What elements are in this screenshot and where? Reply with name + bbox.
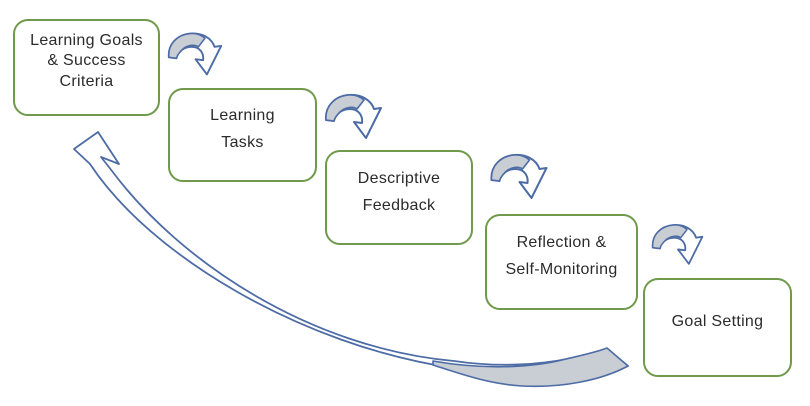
box-learning-tasks: Learning Tasks [168,88,317,182]
box-label-line: Learning Goals [30,31,143,49]
box-descriptive-feedback: Descriptive Feedback [325,150,473,245]
box-label-line: Self-Monitoring [505,261,618,278]
box-label-line: Criteria [59,72,114,90]
box-label-line: Learning [210,107,275,124]
box-label-line: Goal Setting [671,313,764,330]
step-arrow-icon-2 [324,93,382,139]
box-label-line: Tasks [221,134,264,151]
box-label-line: Reflection & [516,234,607,251]
step-arrow-icon-3 [490,153,548,199]
box-goal-setting: Goal Setting [643,278,792,377]
step-arrow-icon-4 [651,224,704,265]
step-arrow-icon-1 [167,32,223,76]
box-label-line: & Success [47,52,126,70]
box-label-line: Feedback [362,196,436,214]
box-learning-goals-success-criteria: Learning Goals & Success Criteria [13,19,160,116]
box-label-line: Descriptive [357,169,441,187]
box-reflection-self-monitoring: Reflection & Self-Monitoring [485,214,638,310]
